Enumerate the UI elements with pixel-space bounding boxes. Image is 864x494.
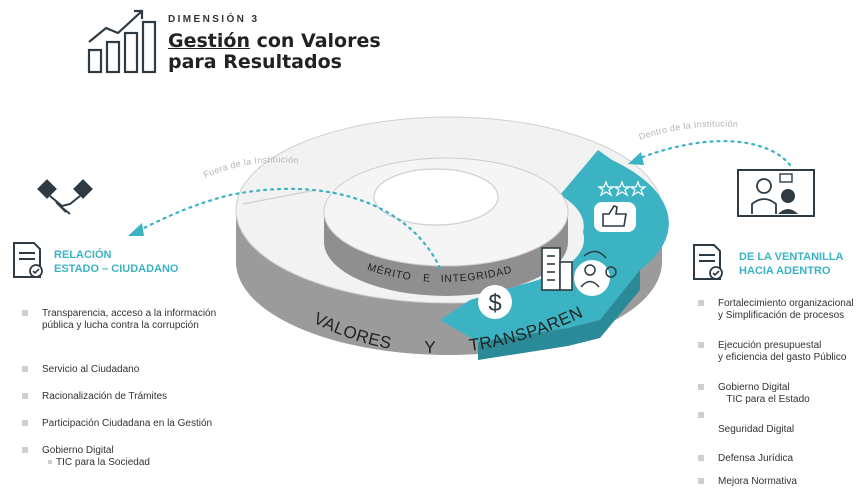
title-underlined-word: Gestión [168,30,250,52]
title-line2: para Resultados [168,51,342,73]
title-rest: con Valores [249,30,381,52]
user-gear-icon [574,250,617,296]
dollar-icon: $ [478,285,512,319]
inner-hole [373,168,499,226]
meeting-icon [737,169,815,217]
list-item: Gobierno Digital TIC para la Sociedad [22,445,150,469]
growth-chart-icon [87,9,157,74]
svg-text:$: $ [488,290,501,317]
left-section-title: RELACIÓN ESTADO – CIUDADANO [54,249,179,275]
arrow-inside [638,140,792,167]
list-item: Servicio al Ciudadano [22,364,139,376]
dimension-label: DIMENSIÓN 3 [168,14,260,25]
list-item: Seguridad Digital [718,424,795,435]
document-check-icon-right [693,244,723,280]
list-item: Defensa Jurídica [698,453,793,465]
stars-icon [597,180,647,197]
list-item: Mejora Normativa [698,476,797,488]
list-item: Participación Ciudadana en la Gestión [22,418,212,430]
handshake-icon [37,179,93,215]
list-item: Gobierno Digital TIC para el Estado [698,382,810,406]
left-list: Transparencia, acceso a la información p… [22,308,252,478]
arc-label-inside: Dentro de la Institución [638,119,739,142]
right-section-title: DE LA VENTANILLA HACIA ADENTRO [739,251,844,277]
buildings-icon [541,247,573,291]
list-item: Transparencia, acceso a la información p… [22,308,242,332]
page-title: Gestión con Valores para Resultados [168,31,381,73]
document-check-icon-left [13,242,43,278]
thumbs-up-icon [594,202,636,232]
list-item: Racionalización de Trámites [22,391,167,403]
arrow-outside [138,187,442,270]
